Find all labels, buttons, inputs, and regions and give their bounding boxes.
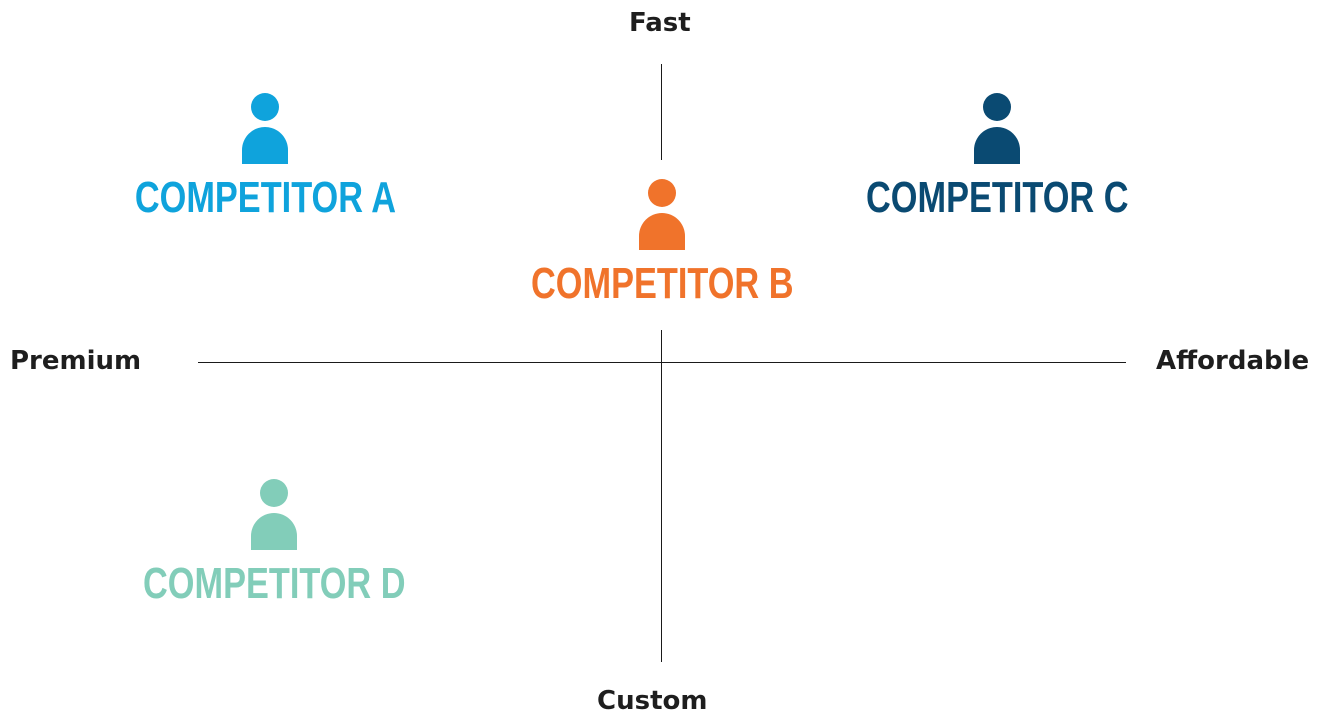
competitor-d: COMPETITOR D xyxy=(134,478,414,606)
person-icon xyxy=(242,93,288,164)
competitor-a-label: COMPETITOR A xyxy=(134,173,396,222)
person-body xyxy=(639,213,685,250)
vertical-axis-lower xyxy=(661,330,662,662)
person-body xyxy=(974,127,1020,164)
axis-label-top: Fast xyxy=(629,8,691,38)
person-head xyxy=(648,179,676,207)
person-body xyxy=(251,513,297,550)
person-head xyxy=(251,93,279,121)
competitor-d-label: COMPETITOR D xyxy=(142,559,406,608)
person-head xyxy=(983,93,1011,121)
person-icon xyxy=(639,179,685,250)
competitor-b: COMPETITOR B xyxy=(522,178,802,306)
vertical-axis-upper xyxy=(661,64,662,160)
horizontal-axis xyxy=(198,362,1126,363)
competitor-b-label: COMPETITOR B xyxy=(530,259,794,308)
axis-label-bottom: Custom xyxy=(597,686,708,716)
person-icon xyxy=(251,479,297,550)
axis-label-left: Premium xyxy=(10,346,142,376)
axis-label-right: Affordable xyxy=(1156,346,1310,376)
competitor-c: COMPETITOR C xyxy=(857,92,1137,220)
competitor-c-label: COMPETITOR C xyxy=(865,173,1129,222)
person-icon xyxy=(974,93,1020,164)
person-body xyxy=(242,127,288,164)
person-head xyxy=(260,479,288,507)
competitor-a: COMPETITOR A xyxy=(125,92,405,220)
